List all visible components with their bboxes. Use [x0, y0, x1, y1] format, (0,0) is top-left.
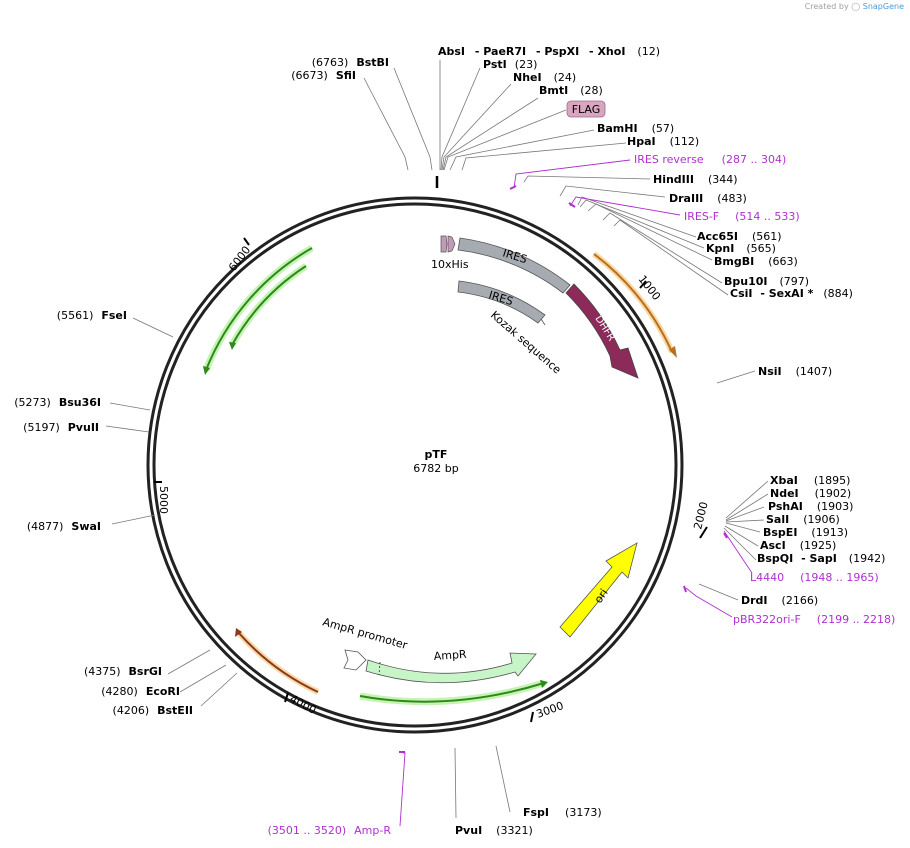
site-csii-label[interactable]: CsiI - SexAI *(884)	[730, 287, 853, 300]
backbone-outer-ring	[146, 196, 684, 734]
site-bsteii-label[interactable]: (4206)BstEII	[113, 704, 193, 717]
site-pvui-label[interactable]: PvuI(3321)	[455, 824, 533, 837]
primer-labels: IRES reverse(287 .. 304) IRES-F(514 .. 5…	[268, 153, 896, 837]
site-psti-label[interactable]: PstI(23)	[483, 58, 537, 71]
site-swai-label[interactable]: (4877)SwaI	[27, 520, 101, 533]
tick-label-6000: 6000	[226, 244, 253, 274]
site-absi-pos: (12)	[637, 45, 660, 58]
site-bstbi-label[interactable]: (6763)BstBI	[312, 56, 389, 69]
snapgene-logo-icon: ◯	[851, 2, 861, 11]
flag-label: FLAG	[572, 103, 601, 116]
tick-label-2000: 2000	[691, 500, 710, 530]
kozak-sequence-label: Kozak sequence	[488, 308, 564, 376]
site-kpni-label[interactable]: KpnI(565)	[706, 242, 776, 255]
site-pvuii-label[interactable]: (5197)PvuII	[23, 421, 99, 434]
primer-ires-reverse[interactable]: IRES reverse(287 .. 304)	[634, 153, 786, 166]
ampr-feature[interactable]: AmpR	[365, 648, 537, 684]
credit-brand: SnapGene	[862, 2, 904, 11]
flag-feature[interactable]: FLAG	[566, 100, 606, 118]
site-pshai-label[interactable]: PshAI(1903)	[768, 500, 853, 513]
tick-label-5000: 5000	[157, 486, 170, 514]
site-bmti-label[interactable]: BmtI(28)	[539, 84, 603, 97]
site-bspqi-label[interactable]: BspQI - SapI(1942)	[757, 552, 885, 565]
site-absi-group[interactable]: AbsI - PaeR7I - PspXI - XhoI (12)	[438, 45, 660, 58]
plasmid-size: 6782 bp	[413, 462, 458, 475]
site-pspxi: - PspXI	[532, 45, 579, 58]
site-hpai-label[interactable]: HpaI(112)	[627, 135, 699, 148]
site-bsu36i-label[interactable]: (5273)Bsu36I	[14, 396, 101, 409]
site-bamhi-label[interactable]: BamHI(57)	[597, 122, 674, 135]
site-bpu10i-label[interactable]: Bpu10I(797)	[724, 275, 809, 288]
site-sfii-label[interactable]: (6673)SfiI	[291, 69, 356, 82]
ampr-promoter-feature[interactable]: AmpR promoter	[321, 615, 409, 671]
his-tag-feature[interactable]: 10xHis	[431, 235, 469, 271]
ires-label-inner: IRES	[487, 288, 515, 308]
ori-feature[interactable]: ori	[559, 542, 638, 638]
site-fspi-label[interactable]: FspI(3173)	[523, 806, 602, 819]
site-absi: AbsI	[438, 45, 465, 58]
svg-text:AbsI - PaeR7I - PspXI - XhoI(1: AbsI - PaeR7I - PspXI - XhoI (12)	[438, 45, 660, 58]
orf-arrow-top-right	[592, 251, 677, 358]
credit-prefix: Created by	[804, 2, 849, 11]
site-ndei-label[interactable]: NdeI(1902)	[770, 487, 851, 500]
site-paer7i: - PaeR7I	[471, 45, 526, 58]
site-nhei-label[interactable]: NheI(24)	[513, 71, 576, 84]
primer-amp-r[interactable]: (3501 .. 3520)Amp-R	[268, 824, 392, 837]
plasmid-name: pTF	[425, 448, 448, 461]
orf-arrow-bottom-left	[235, 628, 320, 695]
site-bspei-label[interactable]: BspEI(1913)	[763, 526, 848, 539]
site-drdi-label[interactable]: DrdI(2166)	[741, 594, 818, 607]
orf-arrow-left-inner	[228, 263, 308, 350]
ires-feature-outer[interactable]: IRES	[457, 237, 571, 294]
dhfr-feature[interactable]: DHFR	[565, 283, 639, 379]
backbone-inner-ring	[152, 202, 678, 728]
ampr-label: AmpR	[433, 648, 467, 663]
primer-pbr322ori-f[interactable]: pBR322ori-F(2199 .. 2218)	[733, 613, 895, 626]
site-labels: AbsI - PaeR7I - PspXI - XhoI (12) PstI(23…	[14, 45, 885, 837]
leader-lines	[105, 60, 769, 819]
site-bsrgi-label[interactable]: (4375)BsrGI	[84, 665, 162, 678]
ires-feature-inner[interactable]: IRES Kozak sequence	[457, 280, 564, 377]
site-xbai-label[interactable]: XbaI(1895)	[770, 474, 850, 487]
his-tag-label: 10xHis	[431, 258, 469, 271]
site-asci-label[interactable]: AscI(1925)	[760, 539, 836, 552]
site-bmgbi-label[interactable]: BmgBI(663)	[714, 255, 798, 268]
orf-arrow-left-outer	[202, 244, 314, 375]
site-sali-label[interactable]: SalI(1906)	[766, 513, 840, 526]
site-nsii-label[interactable]: NsiI(1407)	[758, 365, 832, 378]
created-by-credit: Created by ◯ SnapGene	[805, 2, 904, 11]
primer-ires-f[interactable]: IRES-F(514 .. 533)	[684, 210, 800, 223]
site-fsei-label[interactable]: (5561)FseI	[57, 309, 127, 322]
site-hindiii-label[interactable]: HindIII(344)	[653, 173, 738, 186]
primer-marks	[399, 185, 728, 753]
site-draiii-label[interactable]: DraIII(483)	[669, 192, 747, 205]
site-ecori-label[interactable]: (4280)EcoRI	[101, 685, 180, 698]
site-xhoi: - XhoI	[585, 45, 625, 58]
orf-arrow-bottom	[359, 679, 548, 706]
site-acc65i-label[interactable]: Acc65I(561)	[697, 230, 782, 243]
ampr-promoter-label: AmpR promoter	[321, 615, 409, 652]
primer-l4440[interactable]: L4440(1948 .. 1965)	[750, 571, 879, 584]
tick-label-4000: 4000	[288, 692, 319, 717]
